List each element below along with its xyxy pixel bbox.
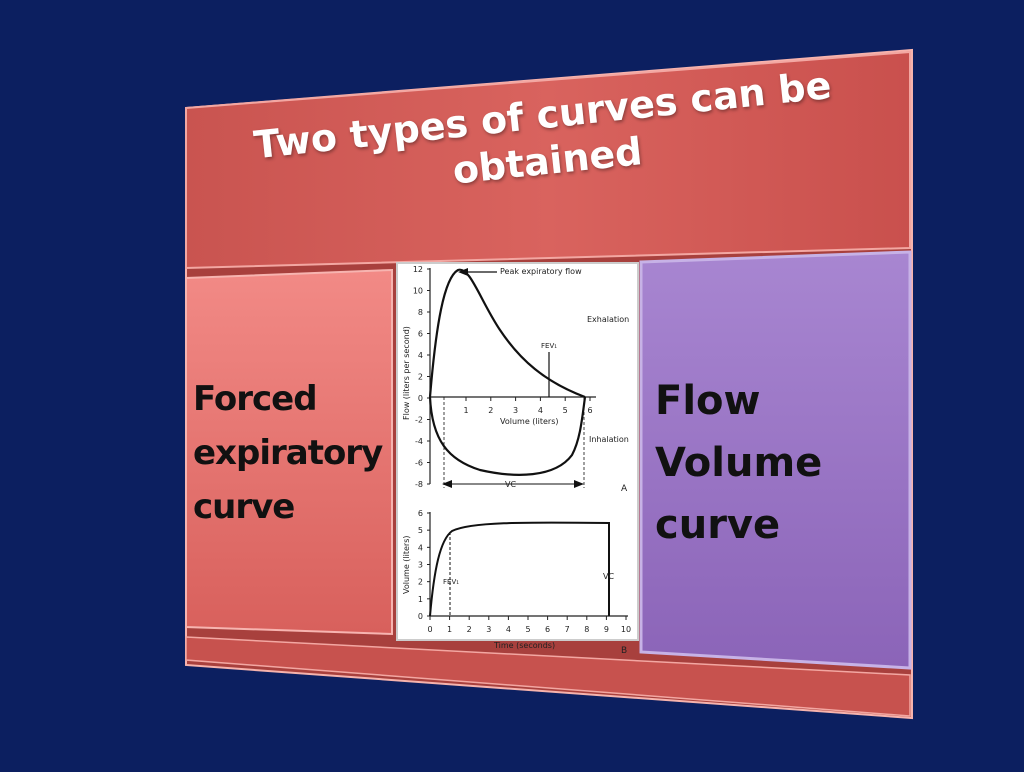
left-label-line-2: expiratory bbox=[193, 433, 383, 473]
right-panel bbox=[639, 250, 912, 670]
panel-b-x-tick-label: 2 bbox=[467, 625, 472, 634]
left-label-line-1: Forced bbox=[193, 379, 318, 419]
vc-label-a: VC bbox=[505, 480, 516, 489]
panel-b-y-tick-label: 1 bbox=[418, 595, 423, 604]
panel-a-x-tick-label: 3 bbox=[513, 406, 518, 415]
flow-volume-curve-label: Flow Volume curve bbox=[655, 370, 895, 556]
peak-arrow-head bbox=[458, 268, 468, 276]
panel-b-letter: B bbox=[621, 646, 627, 656]
panel-a-y-tick-label: 12 bbox=[413, 265, 423, 274]
vc-label-b: VC bbox=[603, 572, 614, 581]
right-label-line-2: Volume bbox=[655, 440, 823, 486]
panel-b-xlabel: Time (seconds) bbox=[493, 641, 555, 650]
panel-b-y-tick-label: 5 bbox=[418, 526, 423, 535]
panel-b-x-tick-label: 3 bbox=[486, 625, 491, 634]
panel-a-y-tick-label: -4 bbox=[415, 437, 423, 446]
right-label-line-1: Flow bbox=[655, 378, 761, 424]
bottom-strip bbox=[185, 636, 911, 717]
panel-b-y-tick-label: 4 bbox=[418, 543, 423, 552]
panel-b-x-tick-label: 8 bbox=[584, 625, 589, 634]
panel-b-x-tick-label: 10 bbox=[621, 625, 631, 634]
panel-a-xlabel: Volume (liters) bbox=[500, 417, 559, 426]
left-label-line-3: curve bbox=[193, 487, 295, 527]
panel-a-y-tick-label: 0 bbox=[418, 394, 423, 403]
panel-a-y-tick-label: 8 bbox=[418, 308, 423, 317]
panel-a-y-tick-label: 10 bbox=[413, 287, 423, 296]
panel-b-y-ticks: 6 5 4 3 2 1 0 bbox=[418, 509, 430, 621]
header-panel bbox=[185, 50, 911, 270]
panel-b-y-tick-label: 3 bbox=[418, 561, 423, 570]
panel-a-x-tick-label: 4 bbox=[538, 406, 543, 415]
panel-b-x-tick-label: 1 bbox=[447, 625, 452, 634]
panel-a-ylabel: Flow (liters per second) bbox=[402, 326, 411, 420]
panel-b-x-tick-label: 6 bbox=[545, 625, 550, 634]
panel-b-y-tick-label: 6 bbox=[418, 509, 423, 518]
panel-a-y-tick-label: 2 bbox=[418, 373, 423, 382]
panel-a-letter: A bbox=[621, 484, 628, 494]
panel-b-x-tick-label: 4 bbox=[506, 625, 511, 634]
fev1-label-a: FEV₁ bbox=[541, 342, 557, 350]
panel-a-x-tick-label: 6 bbox=[587, 406, 592, 415]
volume-time-curve bbox=[429, 521, 610, 617]
panel-a-y-tick-label: -6 bbox=[415, 459, 423, 468]
panel-b-x-ticks: 0 1 2 3 4 5 6 7 8 9 10 bbox=[427, 616, 631, 634]
peak-flow-label: Peak expiratory flow bbox=[500, 267, 582, 276]
expiratory-flow-curve bbox=[428, 268, 586, 399]
vc-arrow-left-a bbox=[442, 480, 452, 488]
panel-a-y-tick-label: 4 bbox=[418, 351, 423, 360]
panel-b-ylabel: Volume (liters) bbox=[402, 536, 411, 595]
panel-b-x-tick-label: 7 bbox=[565, 625, 570, 634]
fev1-label-b: FEV₁ bbox=[443, 578, 459, 586]
left-panel bbox=[185, 268, 393, 636]
panel-a-y-tick-label: 6 bbox=[418, 330, 423, 339]
inspiratory-flow-curve bbox=[428, 396, 587, 476]
panel-b-y-tick-label: 2 bbox=[418, 578, 423, 587]
exhalation-label: Exhalation bbox=[587, 315, 629, 324]
panel-a-y-tick-label: -8 bbox=[415, 480, 423, 489]
panel-a-y-ticks: 12 10 8 6 4 2 0 -2 -4 -6 -8 bbox=[413, 265, 430, 489]
panel-b-x-tick-label: 9 bbox=[604, 625, 609, 634]
panel-a-y-tick-label: -2 bbox=[415, 416, 423, 425]
panel-b-x-tick-label: 5 bbox=[525, 625, 530, 634]
right-label-line-3: curve bbox=[655, 502, 781, 548]
panel-b-x-tick-label: 0 bbox=[427, 625, 432, 634]
panel-a-x-tick-label: 2 bbox=[488, 406, 493, 415]
vc-arrow-right-a bbox=[574, 480, 584, 488]
panel-a-x-tick-label: 5 bbox=[563, 406, 568, 415]
panel-a-x-tick-label: 1 bbox=[463, 406, 468, 415]
panel-a-x-ticks: 1 2 3 4 5 6 bbox=[463, 397, 593, 415]
forced-expiratory-curve-label: Forced expiratory curve bbox=[193, 372, 388, 534]
inhalation-label: Inhalation bbox=[589, 435, 629, 444]
panel-b-y-tick-label: 0 bbox=[418, 612, 423, 621]
